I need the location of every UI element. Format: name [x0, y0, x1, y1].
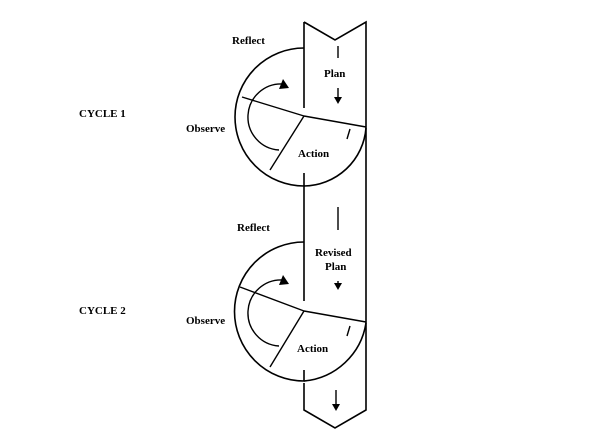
- cycle-2-curve-arrowhead: [279, 275, 289, 285]
- cycle-2-curve-arrow: [247, 279, 284, 347]
- cycle-1-curve-arrowhead: [279, 79, 289, 89]
- reflect-1-label: Reflect: [232, 35, 265, 47]
- cycle-2-circle: [233, 241, 367, 382]
- cycle-1-label: CYCLE 1: [79, 108, 126, 120]
- action-1-label: Action: [298, 148, 329, 160]
- cycle-1-curve-arrow: [247, 83, 284, 151]
- bottom-arrow: [332, 390, 340, 411]
- revised-plan-label-line-2: Plan: [325, 261, 346, 273]
- observe-2-label: Observe: [186, 315, 225, 327]
- cycle-1-divider-observe: [269, 115, 305, 171]
- cycle-1-divider-action: [303, 115, 367, 128]
- cycle-2-label: CYCLE 2: [79, 305, 126, 317]
- action-2-label: Action: [297, 343, 328, 355]
- cycle-1-action-tick: [346, 128, 351, 140]
- observe-1-label: Observe: [186, 123, 225, 135]
- process-arrow: [303, 20, 367, 429]
- cycle-2-action-tick: [346, 325, 351, 337]
- cycle-2-divider-reflect: [239, 286, 305, 312]
- cycle-2-divider-observe: [269, 310, 305, 368]
- cycle-2-plan-arrow: [334, 281, 342, 290]
- reflect-2-label: Reflect: [237, 222, 270, 234]
- plan-1-label: Plan: [324, 68, 345, 80]
- cycle-1-divider-reflect: [241, 96, 305, 117]
- cycle-2-divider-action: [303, 310, 367, 323]
- revised-plan-label-line-1: Revised: [315, 247, 352, 259]
- cycle-1-plan-arrow: [334, 46, 342, 104]
- cycle-1-circle: [234, 47, 367, 187]
